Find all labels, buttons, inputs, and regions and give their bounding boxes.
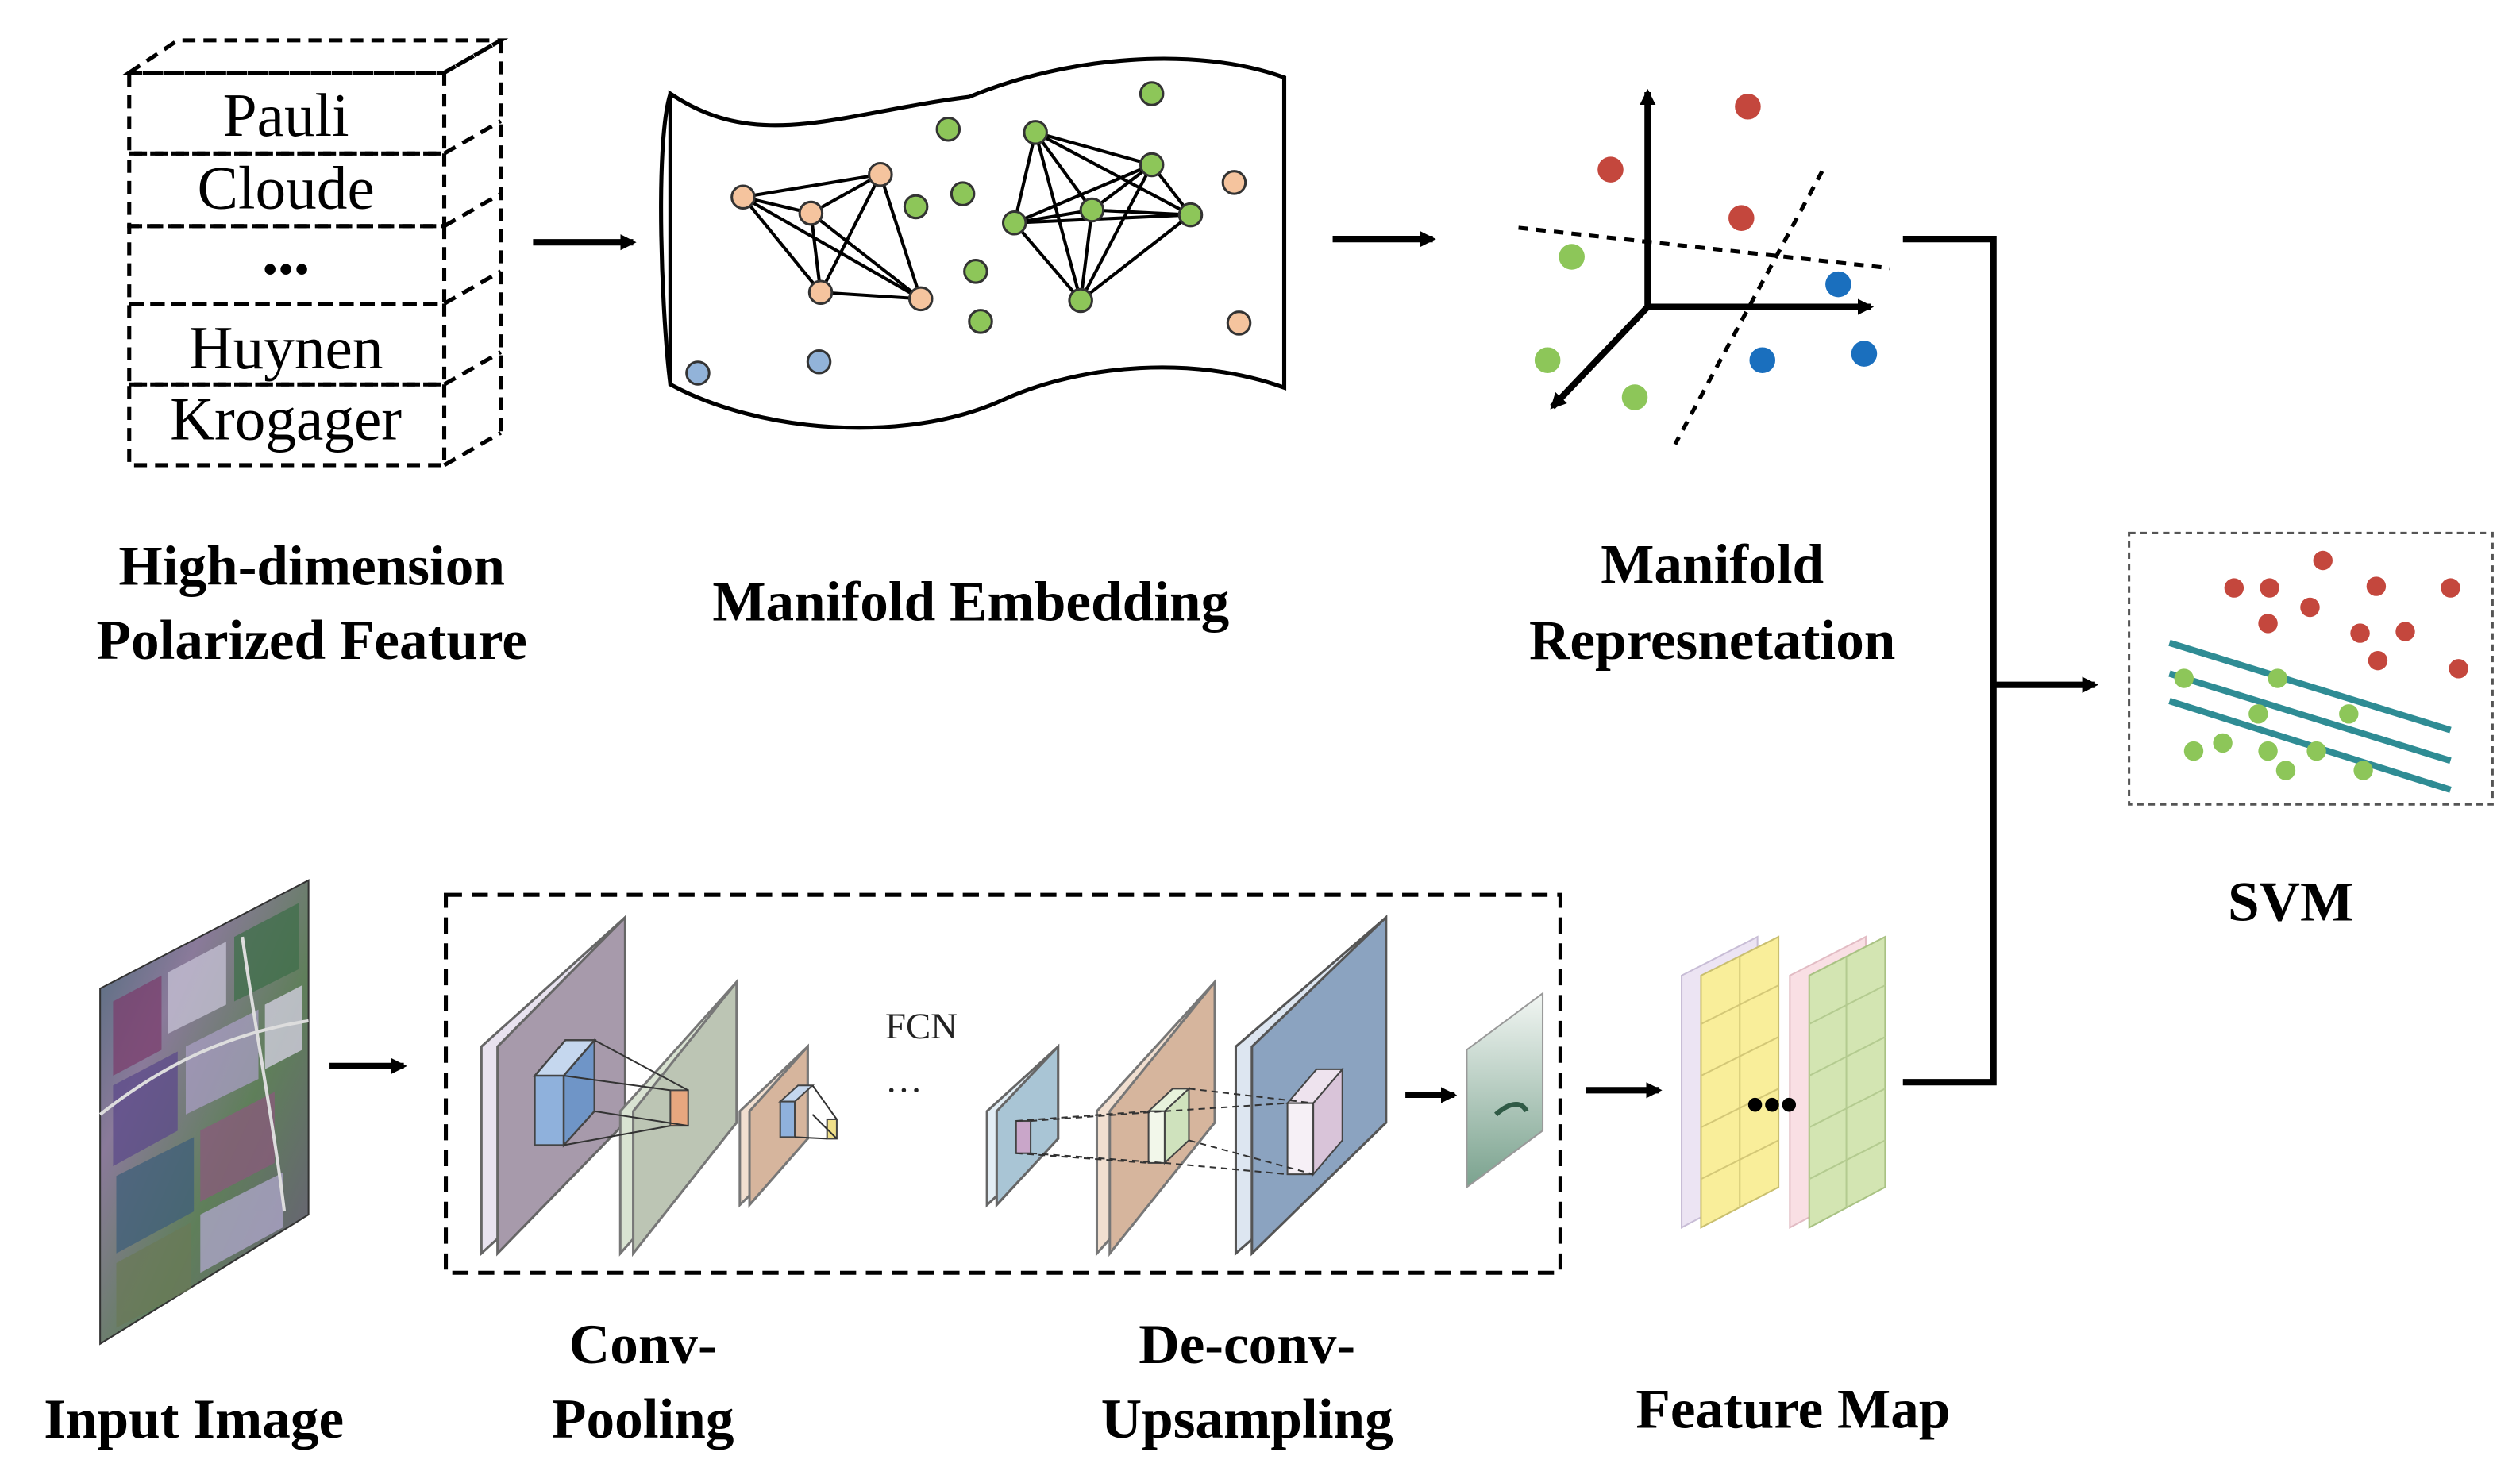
node-green	[1079, 197, 1105, 223]
feature-ellipsis: •••	[262, 245, 310, 295]
svm-point-green	[2258, 741, 2278, 761]
feature-map-ellipsis: •••	[1747, 1077, 1798, 1131]
feature-cloude: Cloude	[197, 153, 374, 221]
svm-point-red	[2313, 550, 2333, 571]
decision-boundaries	[1518, 170, 1890, 445]
svm-point-green	[2183, 741, 2204, 761]
rep-points	[1534, 94, 1878, 410]
label-deconv: De-conv-	[1139, 1314, 1355, 1376]
deconv-upsampling-layers	[985, 915, 1388, 1257]
point-red	[1735, 94, 1761, 120]
node-green	[1177, 202, 1204, 228]
point-blue	[1851, 341, 1878, 367]
node-orange	[1226, 310, 1252, 336]
node-green	[950, 181, 976, 206]
feature-pauli: Pauli	[223, 81, 349, 149]
node-orange	[907, 286, 934, 312]
node-blue	[685, 360, 711, 386]
fcn-output-map	[1466, 992, 1544, 1189]
node-green	[903, 194, 929, 220]
label-represnetation: Represnetation	[1529, 610, 1895, 672]
node-green	[1023, 120, 1048, 145]
svm-point-green	[2353, 761, 2373, 780]
label-feature-map: Feature Map	[1636, 1379, 1950, 1441]
svm-box	[2128, 531, 2494, 806]
node-blue	[806, 349, 832, 375]
label-manifold-embedding: Manifold Embedding	[712, 571, 1229, 633]
svm-point-green	[2306, 741, 2326, 761]
svm-point-green	[2174, 668, 2194, 688]
point-red	[1728, 205, 1755, 231]
svm-point-red	[2441, 578, 2460, 598]
svm-point-red	[2260, 578, 2279, 598]
input-sar-image	[98, 879, 310, 1346]
point-blue	[1749, 347, 1776, 373]
svm-point-red	[2366, 576, 2387, 596]
point-red	[1597, 156, 1624, 183]
svm-point-green	[2248, 704, 2268, 724]
label-svm: SVM	[2228, 872, 2353, 934]
svm-points	[2174, 550, 2468, 780]
svm-point-red	[2258, 614, 2278, 634]
label-conv: Conv-	[569, 1314, 717, 1376]
svm-point-red	[2395, 622, 2415, 641]
node-orange	[798, 200, 824, 226]
svm-point-green	[2213, 733, 2233, 753]
feature-huynen: Huynen	[189, 314, 383, 382]
label-input-image: Input Image	[44, 1388, 344, 1450]
svm-point-red	[2350, 623, 2370, 643]
node-green	[968, 309, 993, 334]
graph-nodes	[685, 81, 1252, 386]
label-upsampling: Upsampling	[1101, 1388, 1393, 1450]
svm-point-green	[2339, 704, 2359, 724]
point-green	[1559, 244, 1585, 270]
svm-point-red	[2449, 659, 2468, 679]
feature-stack	[122, 38, 509, 468]
axes-3d	[1550, 88, 1875, 410]
point-green	[1534, 347, 1561, 373]
fcn-label: FCN	[885, 1006, 958, 1047]
manifold-sheet	[659, 56, 1287, 430]
node-green	[1139, 152, 1165, 178]
conv-pooling-layers	[480, 914, 838, 1257]
feature-map-stack	[1681, 935, 1886, 1229]
node-green	[935, 116, 961, 142]
node-orange	[868, 161, 893, 187]
node-orange	[730, 184, 756, 210]
feature-krogager: Krogager	[170, 384, 402, 453]
svm-point-red	[2368, 650, 2388, 671]
svm-point-green	[2268, 668, 2287, 688]
label-pooling: Pooling	[552, 1388, 734, 1450]
label-manifold: Manifold	[1601, 533, 1824, 595]
node-green	[1139, 81, 1165, 106]
merge-bracket	[1902, 236, 1997, 1086]
fcn-box	[444, 892, 1562, 1275]
node-orange	[1221, 170, 1247, 195]
svm-point-red	[2300, 597, 2320, 618]
svm-point-green	[2275, 761, 2296, 780]
point-green	[1621, 384, 1648, 410]
node-green	[1068, 287, 1093, 314]
label-polarized-feature: Polarized Feature	[96, 610, 526, 672]
node-green	[1001, 210, 1027, 236]
node-orange	[807, 279, 834, 306]
point-blue	[1825, 271, 1851, 298]
node-green	[963, 259, 988, 284]
label-high-dimension: High-dimension	[118, 536, 505, 598]
svm-point-red	[2224, 578, 2244, 598]
fcn-ellipsis: …	[885, 1059, 923, 1100]
